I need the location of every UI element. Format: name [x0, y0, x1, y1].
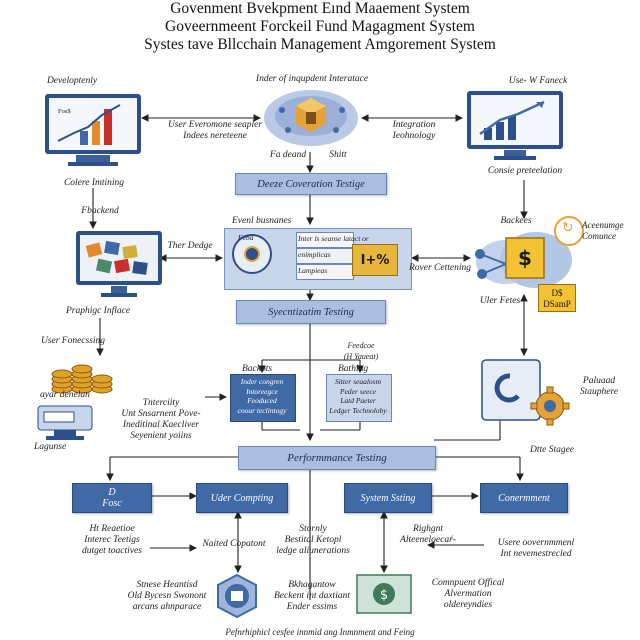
- shield-icon: [214, 573, 260, 619]
- event-d: Lampieas: [298, 266, 328, 275]
- fosc-box-line1: D: [108, 487, 116, 498]
- caption-c4: Righgnt Alteeneloecaŕ-: [400, 524, 456, 545]
- bathing-box: [326, 374, 392, 422]
- left-caption: Colere Imtining: [63, 178, 125, 188]
- conermment-box: Conermment: [480, 483, 568, 513]
- caption-c5: Usere oovernmmenl Int nevemestrecled: [497, 538, 575, 559]
- backots-label: Backots: [242, 364, 273, 374]
- hub-right-label: Shitt: [329, 150, 347, 160]
- percent-badge: I+%: [352, 244, 398, 276]
- dollar-sign: $: [518, 246, 532, 270]
- system-ssting-box: System Ssting: [344, 483, 432, 513]
- performance-testing-bar: Performmance Testing: [238, 446, 436, 470]
- top-left-label: Developtenly: [46, 76, 98, 86]
- backots-body: Inder congren Intoreegce Feoduced coour …: [237, 377, 287, 415]
- puzzle-monitor-icon: [75, 230, 163, 298]
- cloud-dollar-icon: [466, 226, 576, 296]
- graphic-iface-label: Praphigc Inflace: [65, 306, 131, 316]
- analytics-monitor-icon: [44, 93, 144, 166]
- bathing-label: Bathing: [338, 364, 369, 374]
- event-b-box: [296, 232, 354, 248]
- uler-fetes-label: Uler Fetes: [479, 296, 521, 306]
- title-line-2: Goveernmeent Forckeil Fund Magagment Sys…: [165, 18, 475, 35]
- growth-monitor-icon: [466, 90, 566, 162]
- monitor-tag: Fos$: [58, 108, 71, 115]
- fosc-box-line2: Fosc: [102, 498, 122, 509]
- user-forecasting-label: User Fonecssing: [40, 336, 106, 346]
- top-center-label: Inder of inqupdent Interatace: [255, 74, 369, 84]
- feedback-top: Feedcoe (H Yaueat): [343, 341, 379, 361]
- caption-c7: Bkhagantow Beckent int daxtiant Ender es…: [274, 580, 350, 612]
- rover-label: Rover Cettening: [409, 263, 471, 273]
- blockchain-hub-icon: [262, 86, 360, 150]
- target-icon: [232, 234, 272, 274]
- gear-device-icon: [480, 358, 572, 426]
- event-b: Inter ls seanse latact or: [298, 234, 369, 243]
- acc-label: Aceenumge Comunce: [582, 220, 624, 241]
- title-line-1: Govenment Bvekpment Eınd Maaement System: [170, 0, 470, 17]
- event-c: enimplicas: [298, 250, 331, 259]
- caption-c3: Stornly Bestital Ketopl ledge aliunerati…: [276, 524, 350, 556]
- svg-text:$: $: [380, 588, 388, 603]
- lagunse-label: Lagunse: [34, 442, 67, 452]
- palmd-text: Paluaad Stauphere: [579, 376, 619, 397]
- sync-testing-bar: Syecntizatim Testing: [236, 300, 386, 324]
- ds-tag: D$ DSamP: [538, 284, 576, 312]
- top-right-label: Use- W Faneck: [508, 76, 568, 86]
- caption-c8: Comnpuent Offical Alvermation oldereyndi…: [431, 578, 505, 610]
- bathing-body: Sitter seaalosm Peder seece Latd Paeter …: [329, 377, 387, 415]
- hub-left-label: Fa deand: [269, 150, 307, 160]
- fosc-box: D Fosc: [72, 483, 152, 513]
- backots-box: [230, 374, 296, 422]
- mid-left-caption: User Everomone seapler Indees nereteene: [167, 120, 263, 141]
- footer-caption: Pefnrhiphicl cesfee innmid ang Inmnment …: [225, 627, 415, 637]
- right-caption: Consie preteelation: [487, 166, 563, 176]
- title-line-3: Systes tave Bllcchain Management Amgorem…: [144, 36, 496, 53]
- mid-right-caption: Integration Ieohnology: [392, 120, 436, 141]
- coins-icon: [50, 355, 114, 395]
- printer-icon: [36, 404, 96, 442]
- event-a: Feba: [238, 233, 254, 242]
- caption-c1: Ht Reaetioe Interec Teetigs dutget toact…: [82, 524, 142, 556]
- backend-label: Fbackend: [81, 206, 119, 216]
- money-bill-icon: $: [356, 574, 412, 614]
- caption-c6: Stnese Heantisd Old Bycesn Swonont arcan…: [127, 580, 207, 612]
- deploy-testing-bar: Deeze Coveration Testige: [235, 173, 387, 195]
- ther-dedge-label: Ther Dedge: [167, 241, 213, 251]
- cycle-icon: ↻: [554, 216, 584, 246]
- uder-compting-box: Uder Compting: [196, 483, 288, 513]
- tnterciity-text: Tnterciity Unt Snsarnent Pove- Ineditina…: [121, 398, 201, 441]
- dtte-label: Dtte Stagee: [529, 445, 575, 455]
- caption-c2: Naited Copatont: [202, 539, 266, 549]
- event-title: Evenl busnanes: [232, 216, 292, 226]
- ayar-label: ayar denelan: [40, 390, 90, 400]
- backees-label: Backees: [500, 216, 532, 226]
